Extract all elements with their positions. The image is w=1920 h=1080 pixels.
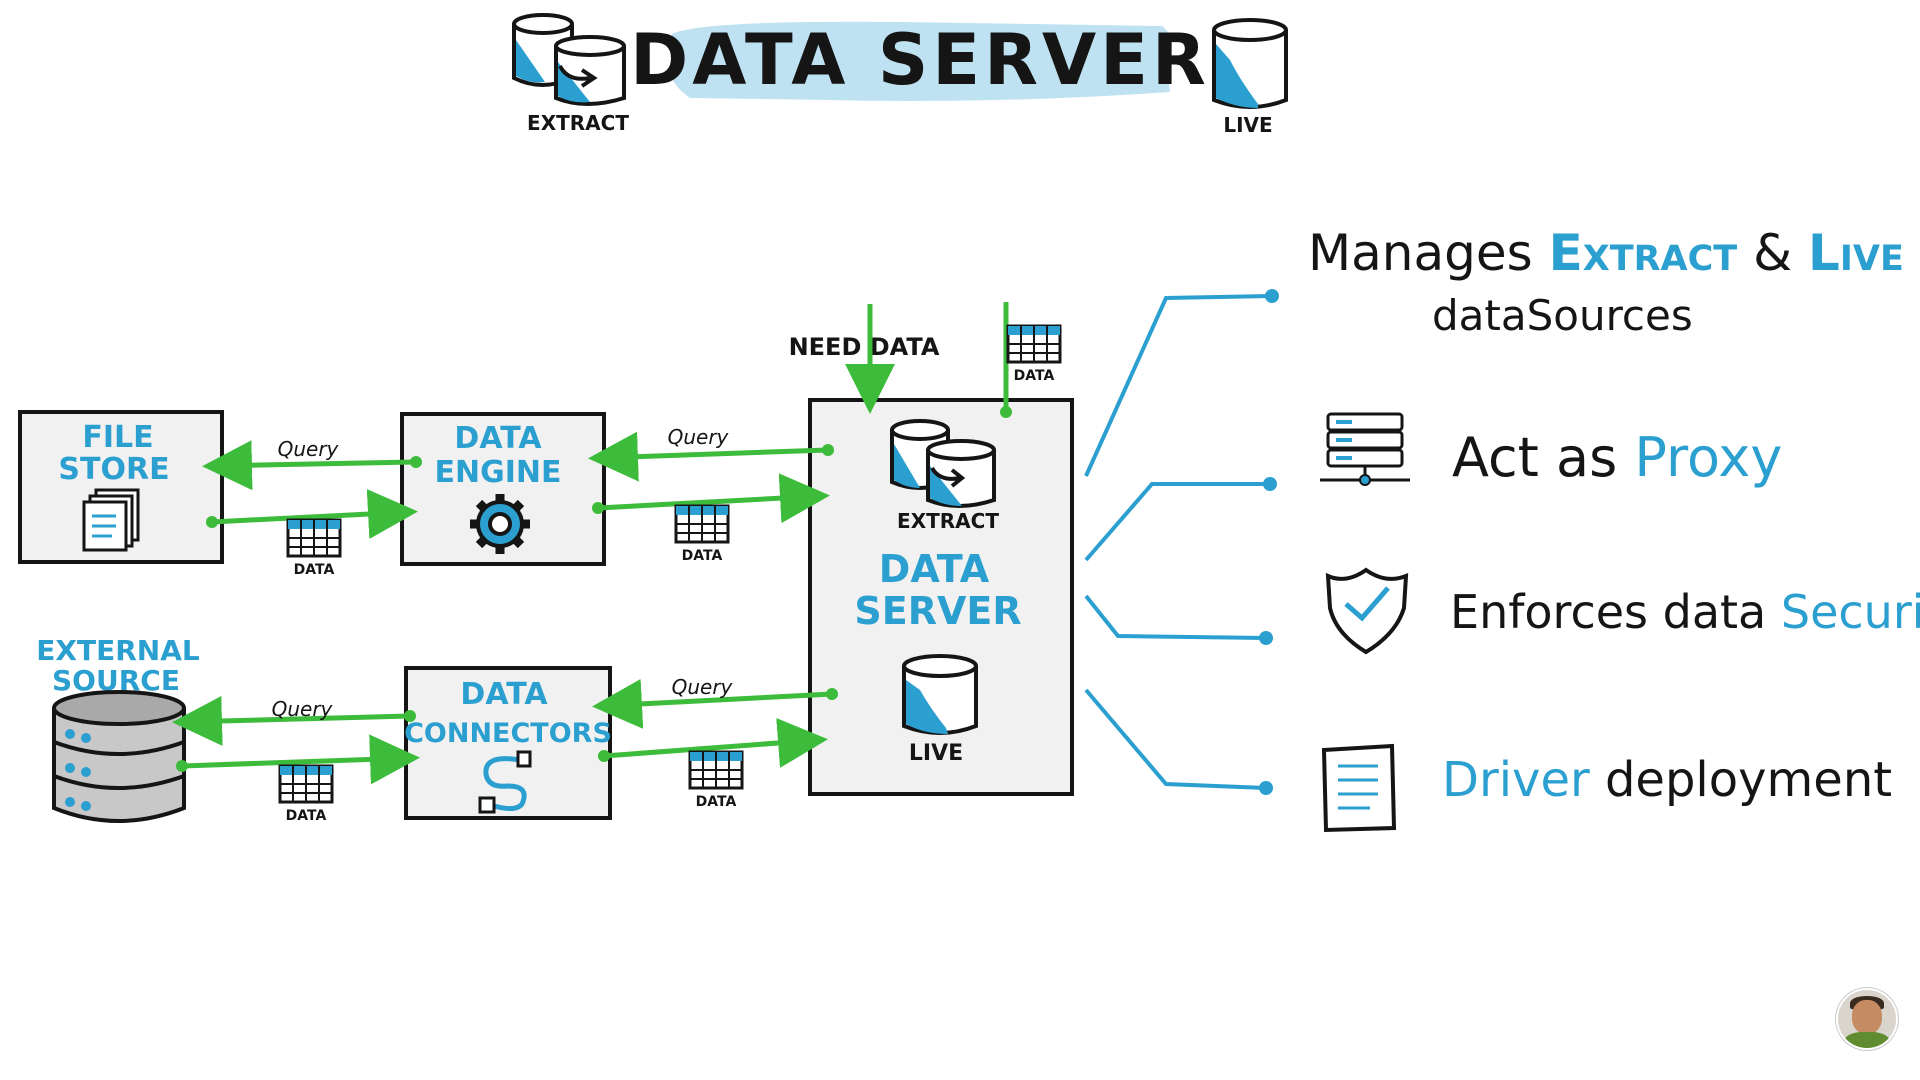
header: EXTRACT DATA SERVER LIVE (512, 13, 1288, 137)
feature-manages-line2: dataSources (1432, 291, 1693, 340)
query-label: Query (672, 675, 734, 699)
feature-manages-3: & (1737, 224, 1808, 282)
shield-check-icon (1325, 567, 1409, 655)
data-engine-box: DATA ENGINE (400, 412, 606, 566)
feature-security-2: Security (1781, 585, 1920, 639)
file-store-box: FILE STORE (18, 410, 224, 564)
data-engine-label-1: DATA (454, 421, 542, 456)
data-connectors-label-2: CONNECTORS (404, 718, 612, 749)
data-server-box: EXTRACT DATA SERVER LIVE (808, 398, 1074, 796)
server-title-2: SERVER (854, 589, 1021, 633)
avatar-face (1852, 1000, 1882, 1034)
data-label: DATA (294, 562, 335, 578)
feature-manages-4: Live (1808, 224, 1904, 282)
feature-manages: Manages Extract & Live (1308, 224, 1904, 282)
gear-icon (470, 494, 530, 554)
header-extract-label: EXTRACT (527, 111, 629, 135)
feature-proxy-1: Act as (1452, 426, 1634, 489)
data-label: DATA (696, 794, 737, 810)
data-table-icon: DATA (278, 764, 334, 824)
feature-connector-dots (1259, 289, 1279, 795)
server-extract-label: EXTRACT (897, 509, 999, 533)
file-store-label-2: STORE (58, 452, 169, 487)
files-icon (82, 488, 140, 552)
feature-driver-1: Driver (1442, 752, 1590, 808)
feature-proxy-2: Proxy (1634, 426, 1782, 489)
external-source-label-1: EXTERNAL (36, 634, 200, 667)
server-live-label: LIVE (909, 741, 963, 766)
data-engine-label-2: ENGINE (435, 455, 562, 490)
cable-connector-icon (478, 750, 532, 814)
feature-proxy: Act as Proxy (1452, 426, 1782, 489)
need-data-label: NEED DATA (789, 333, 940, 361)
query-label: Query (278, 437, 340, 461)
arrow-endpoints (176, 444, 838, 772)
title-highlight (670, 21, 1173, 101)
data-label: DATA (1014, 368, 1055, 384)
feature-driver: Driver deployment (1442, 752, 1892, 808)
feature-driver-2: deployment (1590, 752, 1892, 808)
file-store-label-1: FILE (82, 420, 153, 455)
document-icon (1321, 743, 1397, 833)
presenter-avatar (1836, 988, 1898, 1050)
server-title-1: DATA (879, 547, 990, 591)
server-live-icon (902, 654, 978, 735)
query-label: Query (272, 697, 334, 721)
data-label: DATA (682, 548, 723, 564)
page-title: DATA SERVER (630, 19, 1210, 101)
header-extract-icon (512, 13, 626, 106)
server-extract-icon (890, 419, 996, 508)
data-connectors-box: DATA CONNECTORS (404, 666, 612, 820)
header-live-label: LIVE (1223, 113, 1272, 137)
data-table-icon: DATA (674, 504, 730, 564)
data-label: DATA (286, 808, 327, 824)
feature-security-1: Enforces data (1450, 585, 1781, 639)
database-icon (52, 690, 186, 823)
feature-manages-2: Extract (1549, 224, 1738, 282)
data-table-icon: DATA (1006, 324, 1062, 384)
query-label: Query (668, 425, 730, 449)
data-table-icon: DATA (688, 750, 744, 810)
query-labels: Query Query Query Query (272, 425, 734, 721)
feature-connectors (1084, 294, 1273, 790)
header-live-icon (1212, 18, 1288, 109)
feature-security: Enforces data Security (1450, 585, 1920, 639)
avatar-body (1844, 1032, 1890, 1048)
arrows (172, 431, 833, 785)
external-source: EXTERNAL SOURCE (36, 634, 200, 823)
need-data-input: NEED DATA (789, 302, 1012, 418)
feature-manages-1: Manages (1308, 224, 1549, 282)
server-rack-icon (1320, 412, 1410, 486)
data-grids: DATA DATA DATA DATA DATA (278, 324, 1062, 824)
data-connectors-label-1: DATA (460, 677, 548, 712)
data-table-icon: DATA (286, 518, 342, 578)
